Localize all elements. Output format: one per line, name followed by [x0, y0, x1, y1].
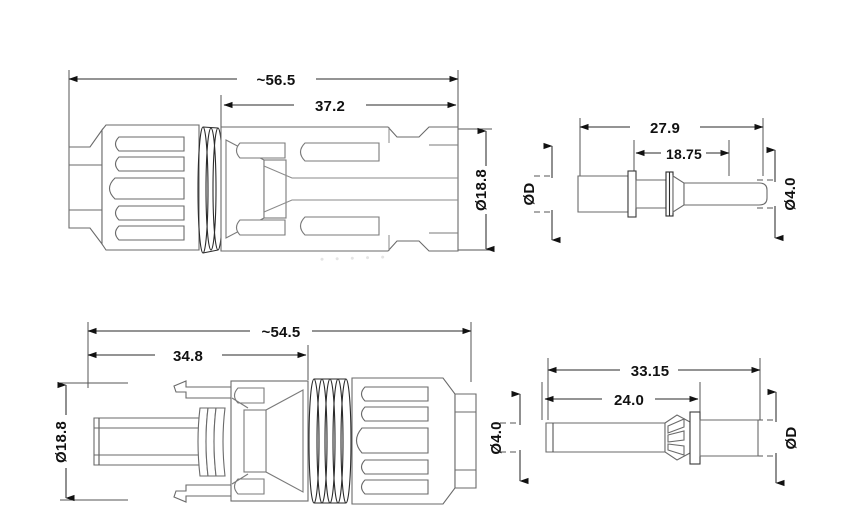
tl-dim-overall: ~56.5: [68, 72, 459, 89]
bl-ring-grooves: [197, 407, 226, 477]
tl-body-centre-lines: [263, 127, 458, 251]
tl-dim-body: 37.2: [223, 98, 457, 115]
tl-inner-cone: [225, 139, 287, 239]
view-top-right: 27.9 18.75 ØD Ø4.0: [521, 118, 799, 244]
tr-pin-geometry: [577, 170, 768, 218]
tl-gland-body: [101, 124, 200, 251]
tr-dim-diaD: ØD: [521, 142, 561, 244]
br-dim-overall: 33.15: [547, 363, 761, 380]
bl-gland-body: [351, 377, 456, 505]
tr-dim-overall-label: 27.9: [650, 120, 680, 137]
br-dim-diaD-label: ØD: [783, 427, 800, 450]
tl-dim-diameter: Ø18.8: [473, 127, 495, 253]
bl-inner-cone: [231, 387, 304, 495]
tl-dim-overall-label: ~56.5: [257, 72, 296, 89]
bl-dim-diameter: Ø18.8: [53, 381, 75, 502]
br-dim-inner: 24.0: [544, 392, 699, 409]
bl-socket-barrel: [93, 417, 201, 466]
bl-dim-diameter-label: Ø18.8: [53, 421, 70, 463]
view-top-left: ~56.5 37.2 Ø18.8: [68, 70, 495, 254]
tr-dim-dia40: Ø4.0: [766, 146, 799, 242]
bl-dim-body: 34.8: [87, 348, 307, 365]
bl-dim-body-label: 34.8: [173, 348, 203, 365]
br-dim-dia40: Ø4.0: [488, 390, 529, 485]
tr-dim-diaD-label: ØD: [521, 183, 538, 206]
tl-cable-nut: [68, 128, 103, 246]
br-dim-inner-label: 24.0: [614, 392, 644, 409]
br-socket-geometry: [545, 411, 759, 465]
view-bottom-right: 33.15 24.0 Ø4.0 ØD: [488, 358, 800, 487]
tr-dim-inner-label: 18.75: [666, 146, 702, 162]
tl-internal-pockets: [235, 142, 380, 236]
tl-end-keyway: [429, 144, 458, 234]
tl-dim-body-label: 37.2: [315, 98, 345, 115]
br-dim-overall-label: 33.15: [631, 363, 670, 380]
br-dim-diaD: ØD: [767, 388, 800, 487]
tr-dim-dia40-label: Ø4.0: [782, 177, 799, 210]
bl-dim-overall: ~54.5: [87, 324, 472, 341]
tr-dim-inner: 18.75: [635, 146, 730, 162]
tr-dim-overall: 27.9: [579, 120, 764, 137]
bl-thread: [308, 378, 352, 504]
br-dim-dia40-label: Ø4.0: [488, 421, 505, 454]
bl-cable-nut: [454, 393, 477, 489]
view-bottom-left: ~54.5 34.8 Ø18.8: [53, 322, 477, 505]
tl-dim-diameter-label: Ø18.8: [473, 169, 490, 211]
bl-dim-overall-label: ~54.5: [262, 324, 301, 341]
